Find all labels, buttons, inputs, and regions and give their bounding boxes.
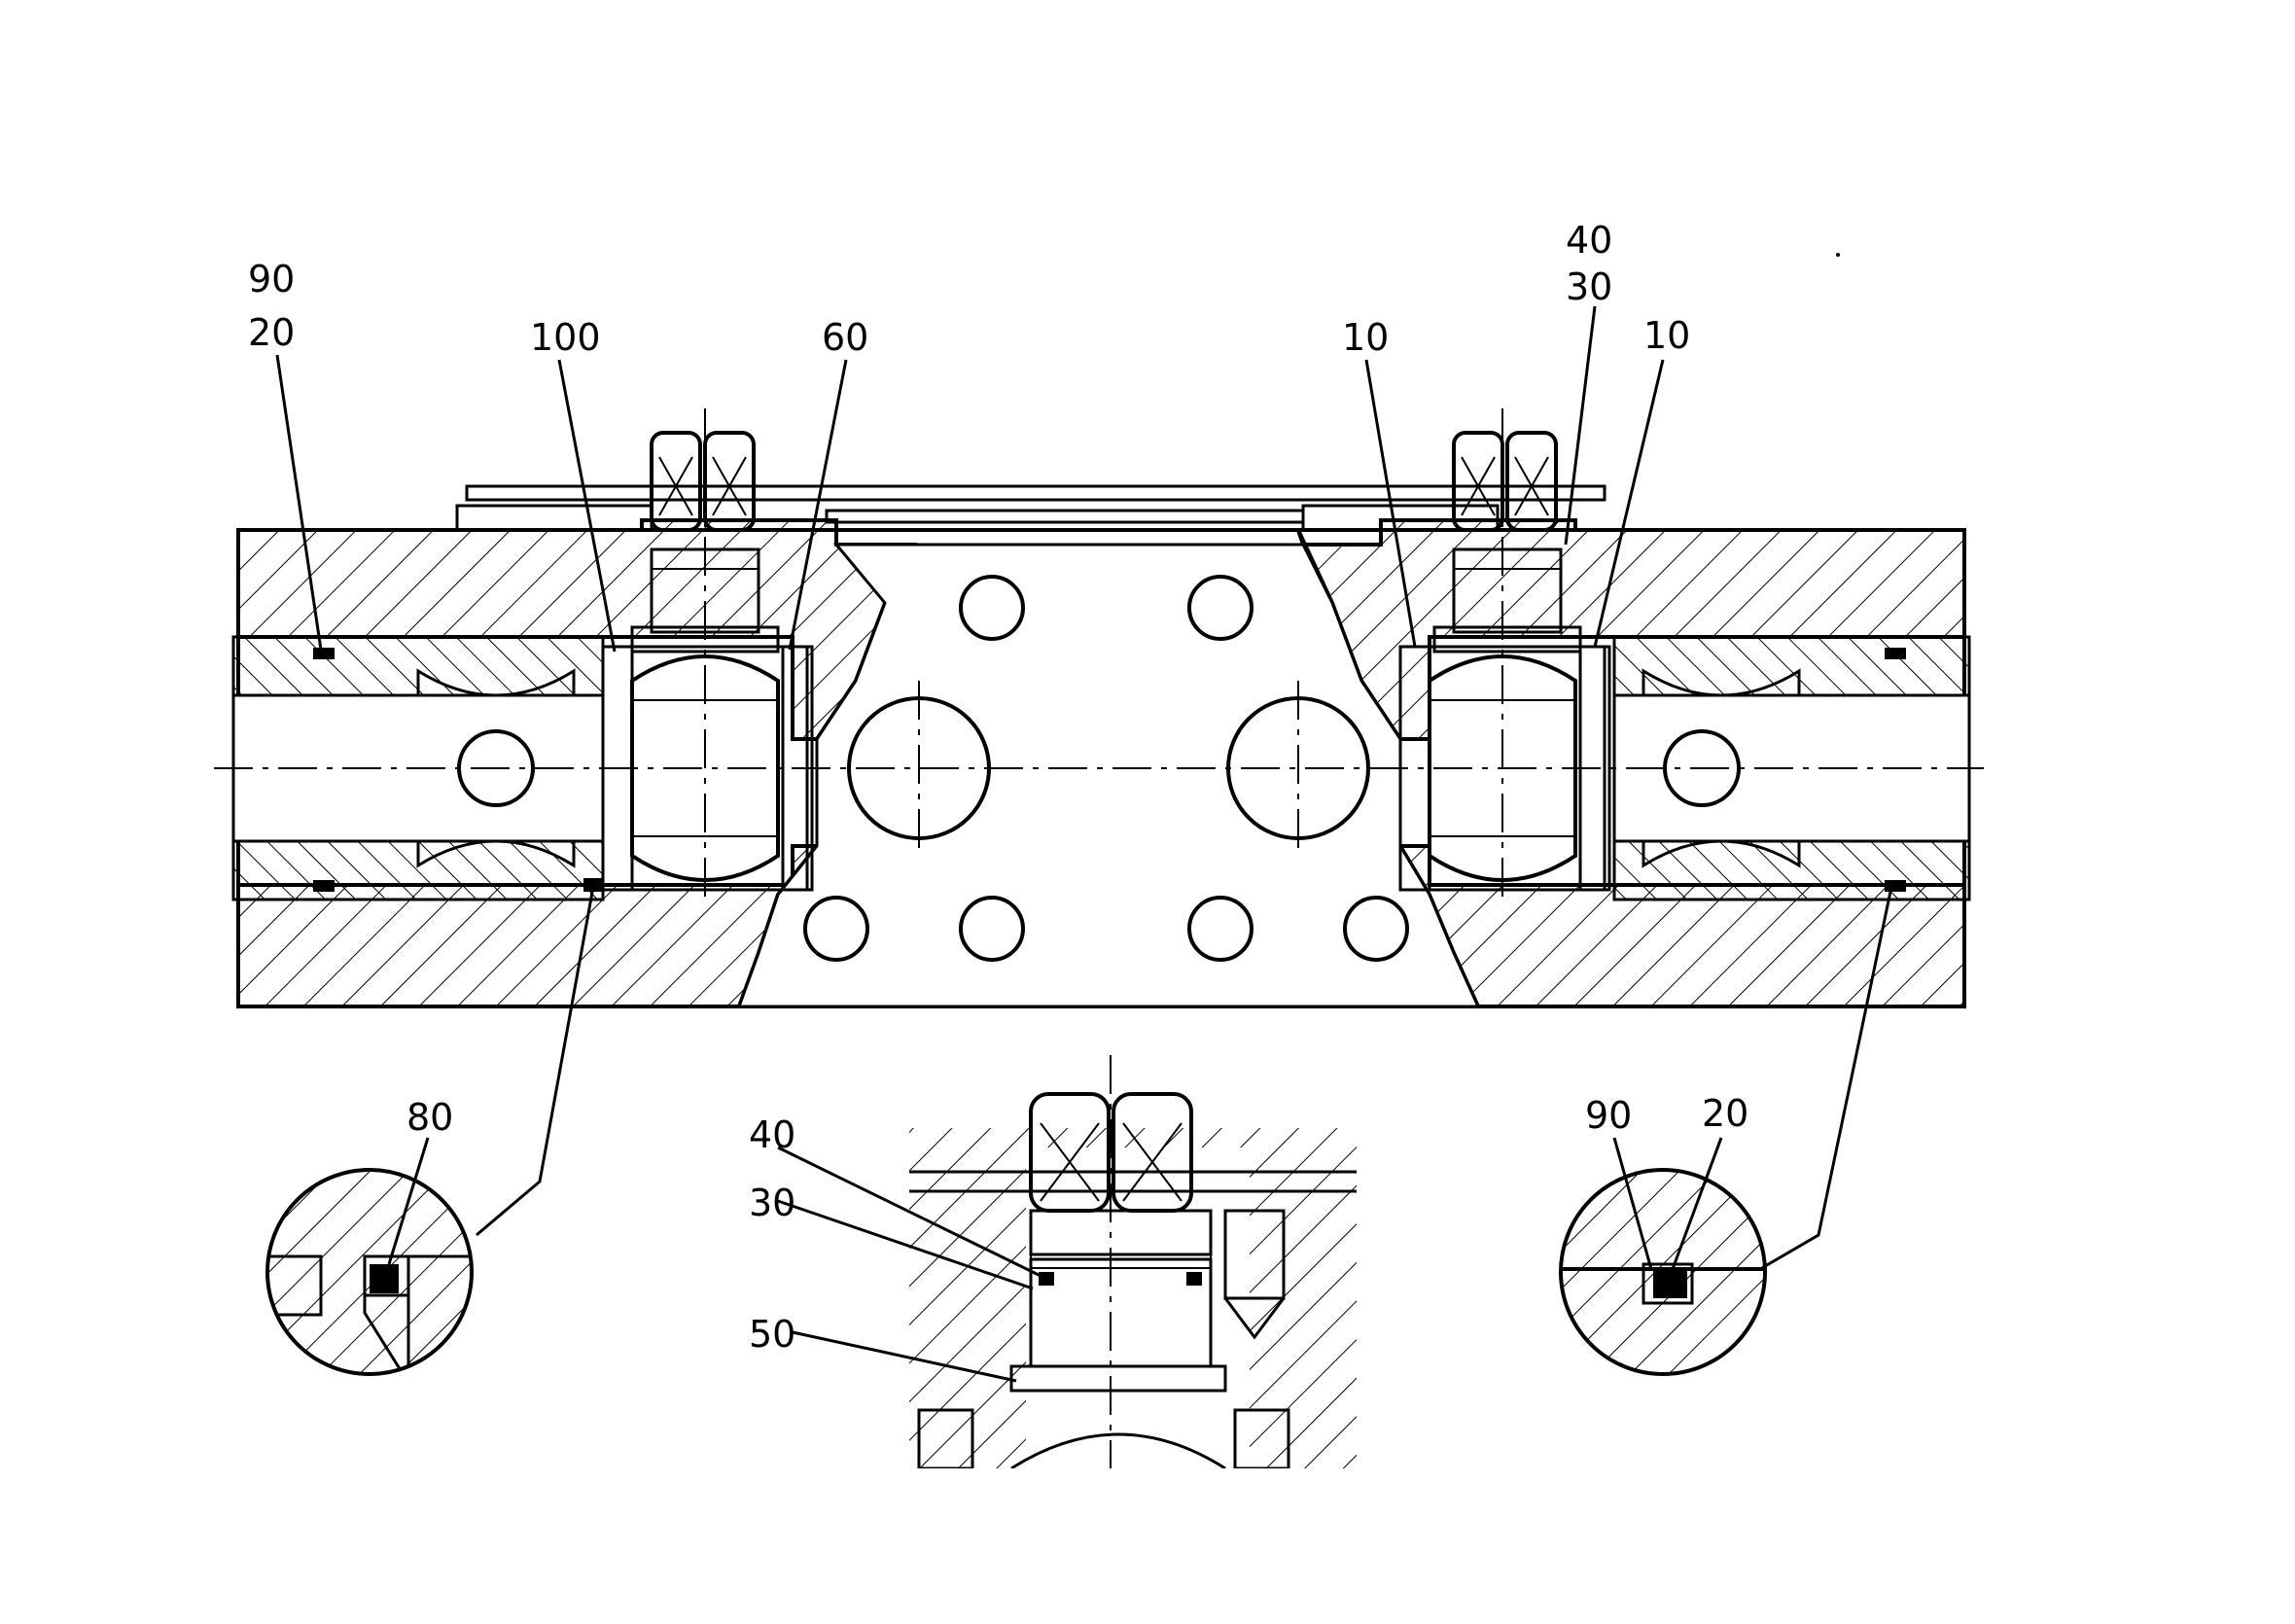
callout-10-left: 10 [1342, 316, 1389, 359]
callout-20-top-left: 20 [248, 311, 295, 354]
center-hole-bottom-4 [1343, 896, 1409, 962]
seal-right-top [1885, 648, 1906, 659]
center-detail [777, 1055, 1357, 1468]
right-liner-bottom [1612, 839, 1971, 901]
right-liner-top [1612, 635, 1971, 697]
callout-60: 60 [822, 316, 868, 359]
seal-left-top [313, 648, 335, 659]
left-cup-top [416, 668, 576, 697]
callout-30-top-right: 30 [1566, 265, 1612, 308]
center-block [736, 543, 1481, 1008]
right-detail-circle [1559, 1137, 1767, 1376]
stray-dot [1836, 253, 1840, 257]
callout-80: 80 [406, 1096, 453, 1139]
seal-right-bottom [1885, 880, 1906, 892]
callout-40-top-right: 40 [1566, 219, 1612, 262]
callout-10-right: 10 [1643, 314, 1690, 357]
leader-lines [275, 305, 1893, 1271]
right-cup-top [1642, 668, 1801, 697]
center-hole-bottom-1 [803, 896, 869, 962]
callout-100: 100 [530, 316, 601, 359]
center-hole-bottom-3 [1187, 896, 1253, 962]
seal-80-main [583, 878, 603, 892]
callout-40-center: 40 [749, 1113, 795, 1156]
callout-30-center: 30 [749, 1182, 795, 1224]
seal-left-bottom [313, 880, 335, 892]
callout-90-top-left: 90 [248, 258, 295, 300]
center-hole-top-2 [1187, 575, 1253, 641]
main-assembly [214, 408, 1984, 1008]
top-plate-left-mount [455, 504, 653, 532]
callout-50: 50 [749, 1313, 795, 1356]
left-cup-bottom [416, 839, 576, 868]
top-plate [465, 484, 1606, 502]
right-cup-bottom [1642, 839, 1801, 868]
callout-90-right: 90 [1585, 1094, 1632, 1137]
callout-20-right: 20 [1702, 1092, 1748, 1135]
right-stem [1432, 547, 1582, 653]
right-solenoid-head [1452, 431, 1558, 532]
center-hole-bottom-2 [959, 896, 1025, 962]
left-detail-circle [265, 1137, 474, 1376]
left-solenoid-head [650, 431, 756, 532]
center-hole-top-1 [959, 575, 1025, 641]
top-plate-center [825, 509, 1305, 524]
